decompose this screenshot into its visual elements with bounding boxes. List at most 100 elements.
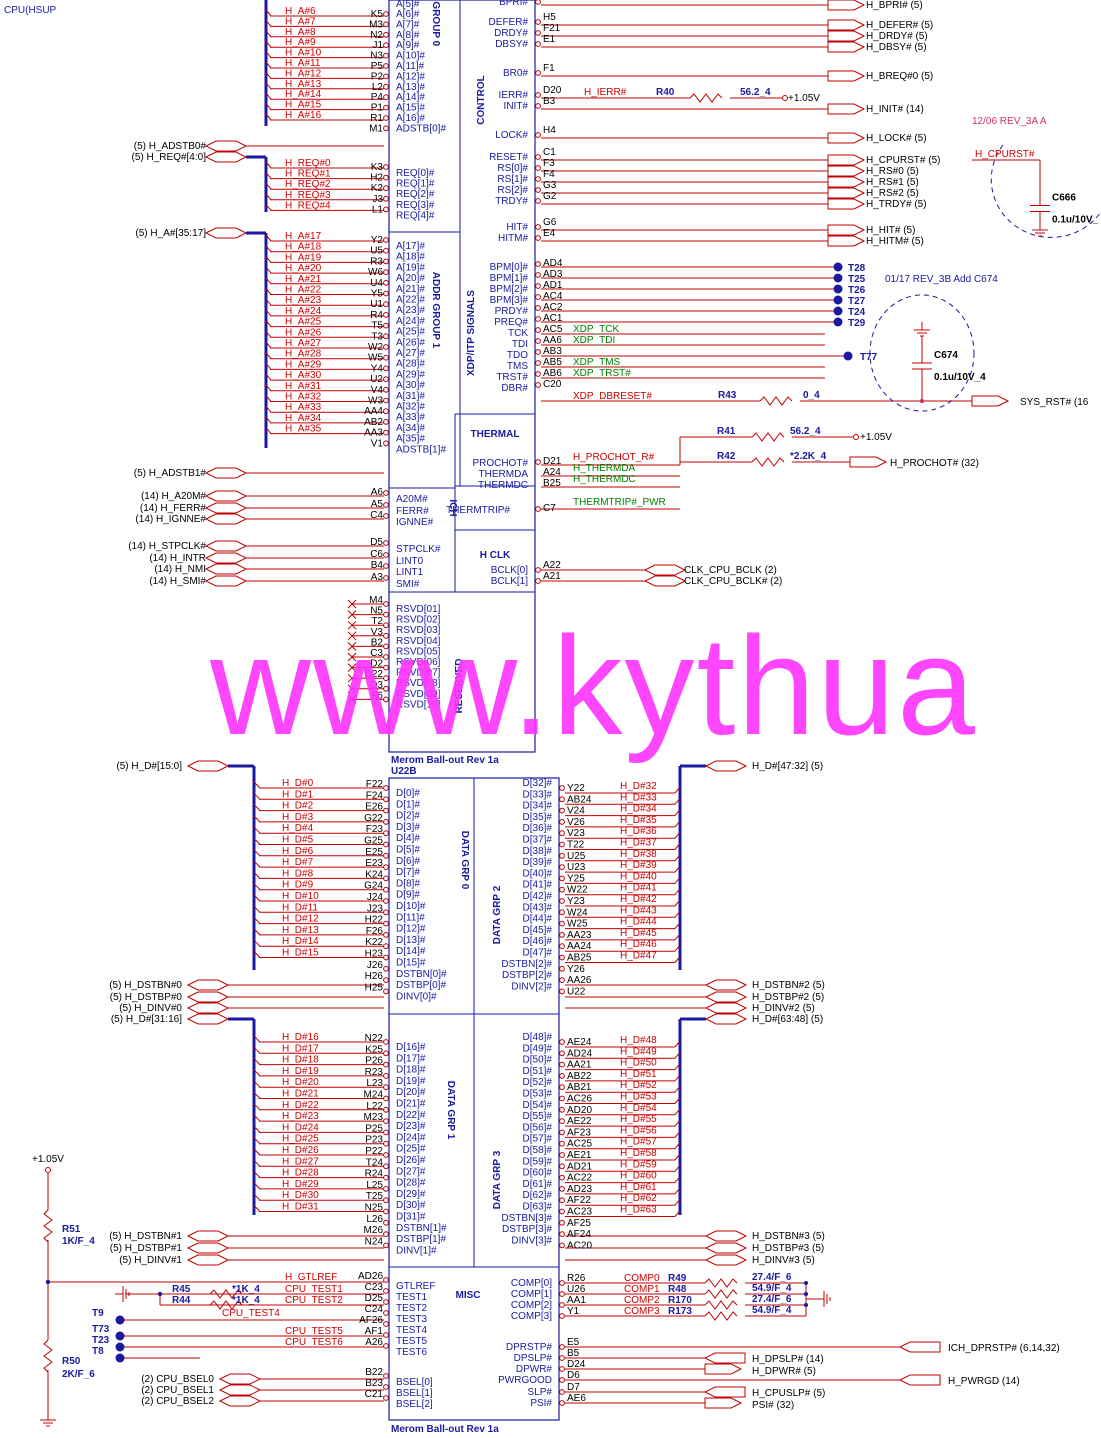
req-pin: J3 (372, 194, 383, 205)
wire (253, 905, 261, 913)
dgrp2-signal: D[43]# (523, 902, 553, 913)
junction-dot (804, 1303, 808, 1307)
pin-bubble (559, 1400, 565, 1406)
dgrp2-pin: AA24 (567, 941, 592, 952)
dgrp1-net: H_D#23 (282, 1111, 319, 1122)
prochot-connector (849, 456, 888, 468)
req-net: H_REQ#3 (285, 190, 331, 201)
r45-resistor (209, 1289, 243, 1299)
pin-bubble (383, 1039, 389, 1045)
control-connector (827, 132, 866, 144)
wire (265, 72, 272, 79)
dgrp3-signal: DINV[3]# (511, 1235, 552, 1246)
dgrp0-signal: D[9]# (396, 890, 420, 901)
pin-bubble (383, 1310, 389, 1316)
addr1-signal: A[18]# (396, 252, 425, 263)
pin-bubble (383, 322, 389, 329)
port-label: (5) H_ADSTB0# (134, 141, 207, 152)
left-connector (204, 575, 248, 587)
block-data-grp1: DATA GRP 1 (445, 1081, 456, 1140)
comp-net: COMP2 (624, 1295, 660, 1306)
wire (253, 1171, 261, 1178)
dgrp0-pin: K22 (365, 937, 383, 948)
wire (253, 1035, 261, 1043)
addr0-signal: A[5]# (396, 0, 420, 10)
dgrp2-signal: D[35]# (523, 812, 553, 823)
pin-bubble (383, 1118, 389, 1124)
dgrp0-net: H_D#15 (282, 948, 319, 959)
block-data-grp3: DATA GRP 3 (492, 1150, 503, 1209)
xdp-signal: BPM[3]# (490, 295, 529, 306)
chip-footer-b: Merom Ball-out Rev 1a (391, 1424, 499, 1435)
control-signal: INIT# (504, 101, 529, 112)
dgrp0-pin: E23 (365, 858, 383, 869)
dgrp1-net: H_D#16 (282, 1032, 319, 1043)
wires-layer (40, 0, 1101, 1427)
control-connector (827, 224, 866, 236)
c666-value: 0.1u/10V_ (1052, 215, 1099, 226)
ich-pin: A3 (371, 572, 384, 583)
wire (674, 820, 681, 828)
pin-bubble (559, 1073, 565, 1079)
dgrp0-pin: F26 (366, 926, 384, 937)
addr0-signal: A[16]# (396, 113, 425, 124)
pin-bubble (559, 932, 565, 938)
dgrp1-pin: M24 (364, 1090, 384, 1101)
dgrp3-pin: AC22 (567, 1173, 592, 1184)
data-right-connector (704, 1002, 748, 1014)
pin-bubble (383, 1321, 389, 1327)
pin-bubble (383, 333, 389, 340)
control-port-label: H_RS#2 (5) (866, 188, 919, 199)
dgrp3-pin: AD21 (567, 1161, 592, 1172)
wire (253, 1092, 261, 1099)
control-pin: H4 (543, 125, 556, 136)
misc-left-signal: TEST4 (396, 1325, 428, 1336)
pin-bubble (559, 785, 565, 791)
control-port-label: H_BPRI# (5) (866, 0, 923, 11)
pin-bubble (559, 830, 565, 837)
r51-ref: R51 (62, 1224, 81, 1235)
pin-bubble (535, 349, 541, 355)
dprstp-label: ICH_DPRSTP# (6,14,32) (948, 1343, 1060, 1354)
dgrp0-pin: F23 (366, 824, 384, 835)
wire (674, 1085, 681, 1093)
xdp-signal: TDI (512, 339, 528, 350)
addr1-net: H_A#26 (285, 327, 322, 338)
pin-bubble (535, 30, 541, 36)
xdp-pin: AA6 (543, 335, 562, 346)
comp-resistor-value: 54.9/F_4 (752, 1283, 792, 1294)
pin-bubble (383, 1152, 389, 1158)
control-port-label: H_CPURST# (5) (866, 155, 940, 166)
dgrp0-signal: D[11]# (396, 912, 425, 923)
wire (253, 917, 261, 924)
pin-bubble (383, 675, 389, 682)
addr1-signal: A[35]# (396, 434, 425, 445)
pin-bubble (383, 1373, 389, 1379)
addr1-pin: T3 (371, 331, 383, 342)
dgrp0-signal: D[10]# (396, 901, 426, 912)
dgrp2-net: H_D#34 (620, 804, 657, 815)
addr0-net: H_A#8 (285, 27, 316, 38)
reserved-signal: RSVD[01] (396, 604, 441, 615)
dgrp0-signal: D[14]# (396, 946, 426, 957)
r42-resistor (751, 457, 785, 467)
dgrp1-net: H_D#17 (282, 1043, 319, 1054)
wire (674, 922, 681, 929)
dgrp1-net: H_D#18 (282, 1055, 319, 1066)
misc-net: CPU_TEST6 (285, 1337, 343, 1348)
addr0-signal: A[11]# (396, 61, 425, 72)
addr0-net: H_A#9 (285, 37, 316, 48)
misc-testpoint: T73 (92, 1324, 110, 1335)
pin-bubble (559, 1389, 565, 1395)
control-port-label: H_INIT# (14) (866, 104, 924, 115)
pwrgd-label: H_PWRGD (14) (948, 1376, 1020, 1387)
dgrp2-net: H_D#44 (620, 917, 657, 928)
misc-left-pin: AD26 (358, 1271, 383, 1282)
control-connector (827, 235, 866, 247)
data-right-port: H_DSTBP#2 (5) (752, 992, 824, 1003)
addr0-pin: P2 (371, 71, 384, 82)
dgrp3-net: H_D#57 (620, 1137, 657, 1148)
addr1-net: H_A#35 (285, 424, 322, 435)
dgrp3-signal: D[59]# (523, 1156, 553, 1167)
